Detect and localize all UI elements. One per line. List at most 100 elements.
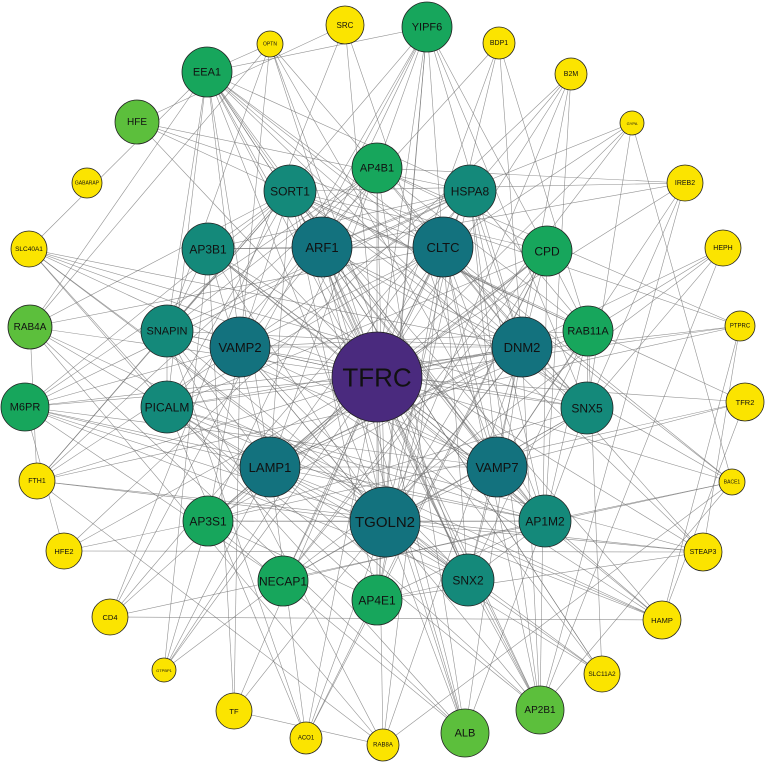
node-circle[interactable] [257,555,309,607]
node-tfr2[interactable]: TFR2 [725,382,765,422]
node-fth1[interactable]: FTH1 [18,462,56,500]
node-circle[interactable] [71,167,103,199]
node-circle[interactable] [554,57,588,91]
node-b2m[interactable]: B2M [554,57,588,91]
node-ap1m2[interactable]: AP1M2 [518,494,572,548]
node-circle[interactable] [181,222,235,276]
node-circle[interactable] [256,30,284,58]
node-circle[interactable] [521,225,573,277]
node-cd4[interactable]: CD4 [91,598,129,636]
node-gabarap[interactable]: GABARAP [71,167,103,199]
node-snx2[interactable]: SNX2 [441,553,495,607]
node-circle[interactable] [182,495,234,547]
node-circle[interactable] [209,316,271,378]
node-hamp[interactable]: HAMP [642,600,682,640]
node-circle[interactable] [291,216,353,278]
node-yipf6[interactable]: YIPF6 [401,1,453,53]
node-gypa[interactable]: GYPA [619,110,645,136]
node-heph[interactable]: HEPH [704,229,742,267]
node-circle[interactable] [114,99,160,145]
node-circle[interactable] [331,331,423,423]
node-circle[interactable] [263,164,317,218]
node-slc11a2[interactable]: SLC11A2 [583,655,621,693]
node-circle[interactable] [515,685,565,735]
node-bace1[interactable]: BACE1 [718,468,746,496]
node-circle[interactable] [18,462,56,500]
node-circle[interactable] [443,164,497,218]
node-circle[interactable] [10,230,48,268]
node-m6pr[interactable]: M6PR [0,382,50,432]
node-circle[interactable] [518,494,572,548]
node-alb[interactable]: ALB [440,708,490,758]
node-circle[interactable] [181,46,233,98]
node-src[interactable]: SRC [325,5,365,45]
node-circle[interactable] [704,229,742,267]
node-circle[interactable] [642,600,682,640]
node-vamp2[interactable]: VAMP2 [209,316,271,378]
node-dnm2[interactable]: DNM2 [491,316,553,378]
node-picalm[interactable]: PICALM [140,380,194,434]
node-cltc[interactable]: CLTC [412,216,474,278]
node-circle[interactable] [0,382,50,432]
node-circle[interactable] [351,574,403,626]
node-ap3b1[interactable]: AP3B1 [181,222,235,276]
node-circle[interactable] [91,598,129,636]
node-circle[interactable] [289,721,323,755]
node-hfe2[interactable]: HFE2 [45,532,83,570]
node-optn[interactable]: OPTN [256,30,284,58]
node-rab4a[interactable]: RAB4A [7,304,53,350]
node-circle[interactable] [724,310,756,342]
node-ap2b1[interactable]: AP2B1 [515,685,565,735]
node-steap3[interactable]: STEAP3 [683,532,723,572]
node-circle[interactable] [441,553,495,607]
node-circle[interactable] [349,486,421,558]
node-circle[interactable] [351,142,403,194]
node-gtpbp1[interactable]: GTPBP1 [151,657,177,683]
node-vamp7[interactable]: VAMP7 [466,436,528,498]
node-circle[interactable] [140,380,194,434]
node-snapin[interactable]: SNAPIN [140,304,194,358]
node-circle[interactable] [725,382,765,422]
node-slc40a1[interactable]: SLC40A1 [10,230,48,268]
node-cpd[interactable]: CPD [521,225,573,277]
node-circle[interactable] [683,532,723,572]
node-tgoln2[interactable]: TGOLN2 [349,486,421,558]
node-lamp1[interactable]: LAMP1 [239,436,301,498]
node-hfe[interactable]: HFE [114,99,160,145]
node-hspa8[interactable]: HSPA8 [443,164,497,218]
node-circle[interactable] [562,305,614,357]
node-circle[interactable] [7,304,53,350]
node-circle[interactable] [619,110,645,136]
node-circle[interactable] [366,728,400,762]
node-circle[interactable] [560,381,614,435]
node-ap4b1[interactable]: AP4B1 [351,142,403,194]
node-ireb2[interactable]: IREB2 [666,164,704,202]
node-circle[interactable] [325,5,365,45]
node-tf[interactable]: TF [215,692,253,730]
node-circle[interactable] [215,692,253,730]
node-tfrc[interactable]: TFRC [331,331,423,423]
node-aco1[interactable]: ACO1 [289,721,323,755]
node-ap4e1[interactable]: AP4E1 [351,574,403,626]
node-circle[interactable] [412,216,474,278]
node-circle[interactable] [491,316,553,378]
node-ap3s1[interactable]: AP3S1 [182,495,234,547]
node-circle[interactable] [140,304,194,358]
node-necap1[interactable]: NECAP1 [257,555,309,607]
node-ptprc[interactable]: PTPRC [724,310,756,342]
node-arf1[interactable]: ARF1 [291,216,353,278]
node-circle[interactable] [401,1,453,53]
node-sort1[interactable]: SORT1 [263,164,317,218]
node-circle[interactable] [583,655,621,693]
node-circle[interactable] [466,436,528,498]
node-circle[interactable] [239,436,301,498]
node-circle[interactable] [151,657,177,683]
node-eea1[interactable]: EEA1 [181,46,233,98]
node-snx5[interactable]: SNX5 [560,381,614,435]
node-rab11a[interactable]: RAB11A [562,305,614,357]
node-circle[interactable] [666,164,704,202]
node-circle[interactable] [482,26,516,60]
node-bdp1[interactable]: BDP1 [482,26,516,60]
node-circle[interactable] [45,532,83,570]
node-circle[interactable] [440,708,490,758]
